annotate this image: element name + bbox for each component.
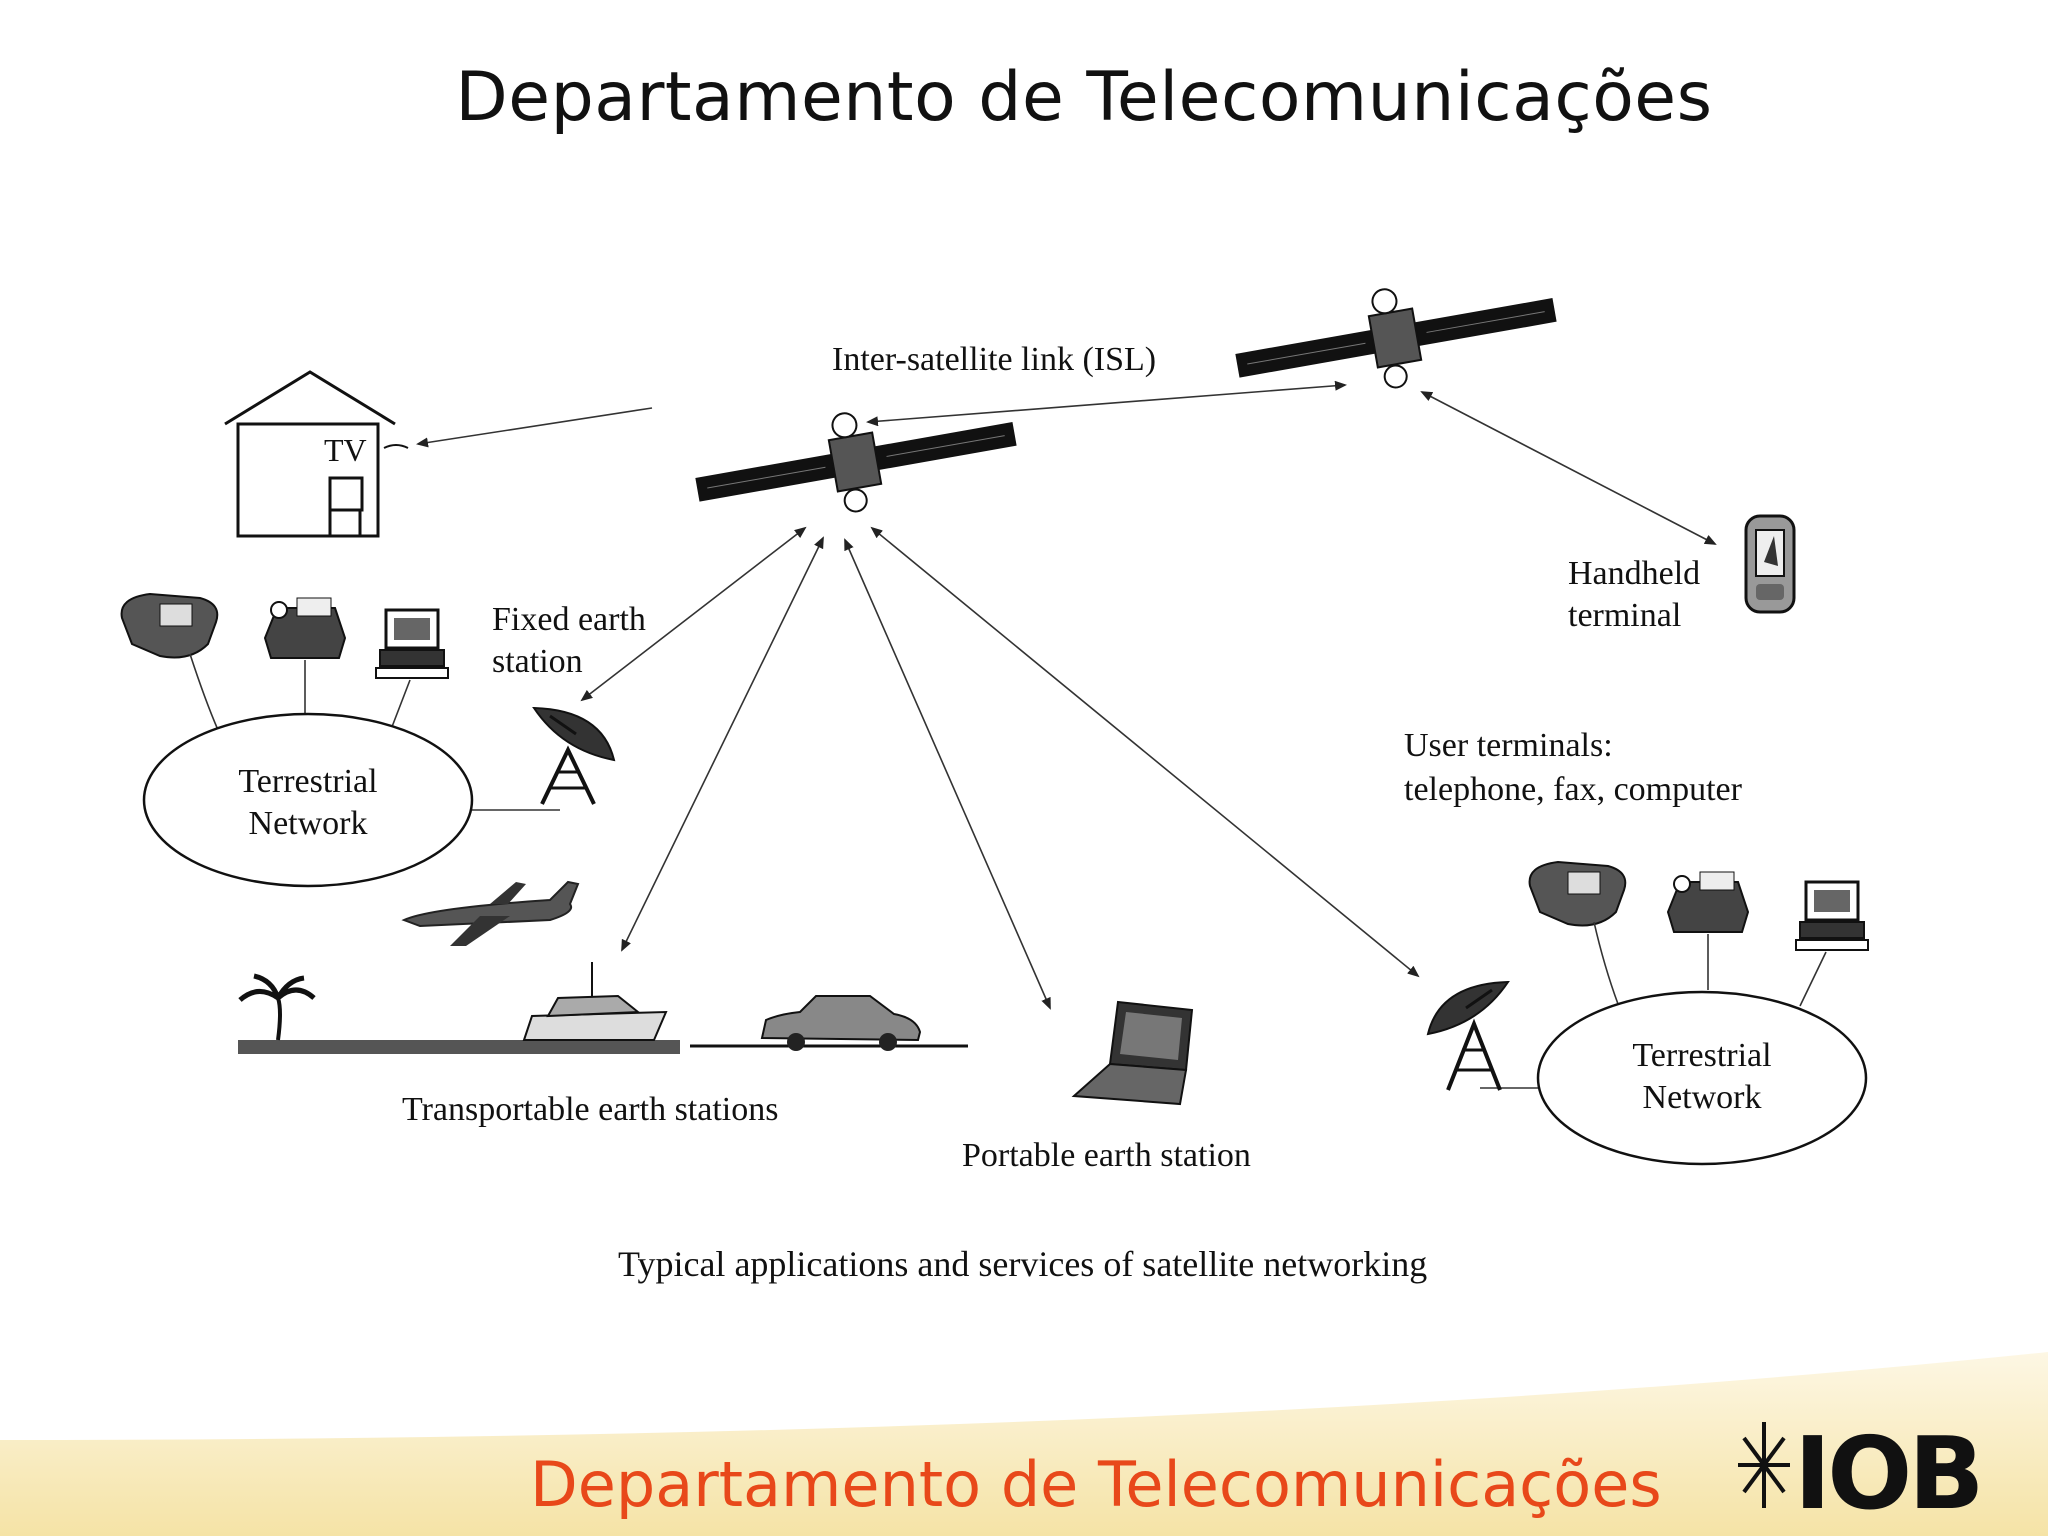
fax-icon <box>1666 871 1750 933</box>
satellite-icon <box>1235 288 1557 389</box>
airplane-icon <box>401 880 580 946</box>
terrestrial-right-line2: Network <box>1643 1079 1762 1116</box>
terrestrial-right-line1: Terrestrial <box>1632 1037 1771 1074</box>
left-terminal-wires <box>189 653 560 811</box>
handheld-label-line2: terminal <box>1568 597 1681 634</box>
footer-title: Departamento de Telecomunicações <box>530 1448 1662 1521</box>
page-title: Departamento de Telecomunicações <box>455 58 1713 137</box>
link-lines <box>416 380 1717 1010</box>
tv-broadcast-link <box>416 407 653 448</box>
user-terminals-label-line2: telephone, fax, computer <box>1404 771 1743 808</box>
tv-label: TV <box>324 432 367 468</box>
user-terminal-link <box>870 526 1420 978</box>
telephone-icon <box>1528 860 1627 927</box>
terrestrial-network-left <box>142 712 474 888</box>
isl-label: Inter-satellite link (ISL) <box>832 341 1156 378</box>
computer-icon <box>375 608 449 679</box>
transportable-label: Transportable earth stations <box>402 1091 778 1128</box>
dish-antenna-icon <box>1426 980 1510 1091</box>
iob-logo: IOB <box>1738 1415 1984 1518</box>
palm-tree-icon <box>238 973 316 1041</box>
fax-icon <box>263 597 347 659</box>
house-icon <box>224 370 409 538</box>
terrestrial-left-line1: Terrestrial <box>238 763 377 800</box>
handheld-terminal-icon <box>1744 514 1796 614</box>
logo-text: IOB <box>1794 1415 1980 1518</box>
ground-line <box>238 1040 968 1054</box>
portable-label: Portable earth station <box>962 1137 1251 1174</box>
isl-link <box>866 380 1347 427</box>
satellite-icon <box>695 412 1017 513</box>
fixed-station-label-line1: Fixed earth <box>492 601 646 638</box>
dish-antenna-icon <box>532 706 616 805</box>
ship-icon <box>522 962 668 1041</box>
car-icon <box>760 995 922 1051</box>
laptop-icon <box>1071 1000 1194 1106</box>
diagram-caption: Typical applications and services of sat… <box>618 1244 1427 1284</box>
telephone-icon <box>120 592 219 659</box>
fixed-station-label-line2: station <box>492 643 583 680</box>
handheld-label-line1: Handheld <box>1568 555 1700 592</box>
user-terminals-label-line1: User terminals: <box>1404 727 1613 764</box>
right-terminal-wires <box>1480 921 1827 1089</box>
computer-icon <box>1795 880 1869 951</box>
portable-link <box>844 538 1051 1010</box>
transportable-link <box>621 536 824 952</box>
star-burst-icon <box>1738 1422 1790 1508</box>
handheld-link <box>1420 391 1717 545</box>
terrestrial-network-right <box>1536 990 1868 1166</box>
terrestrial-left-line2: Network <box>249 805 368 842</box>
